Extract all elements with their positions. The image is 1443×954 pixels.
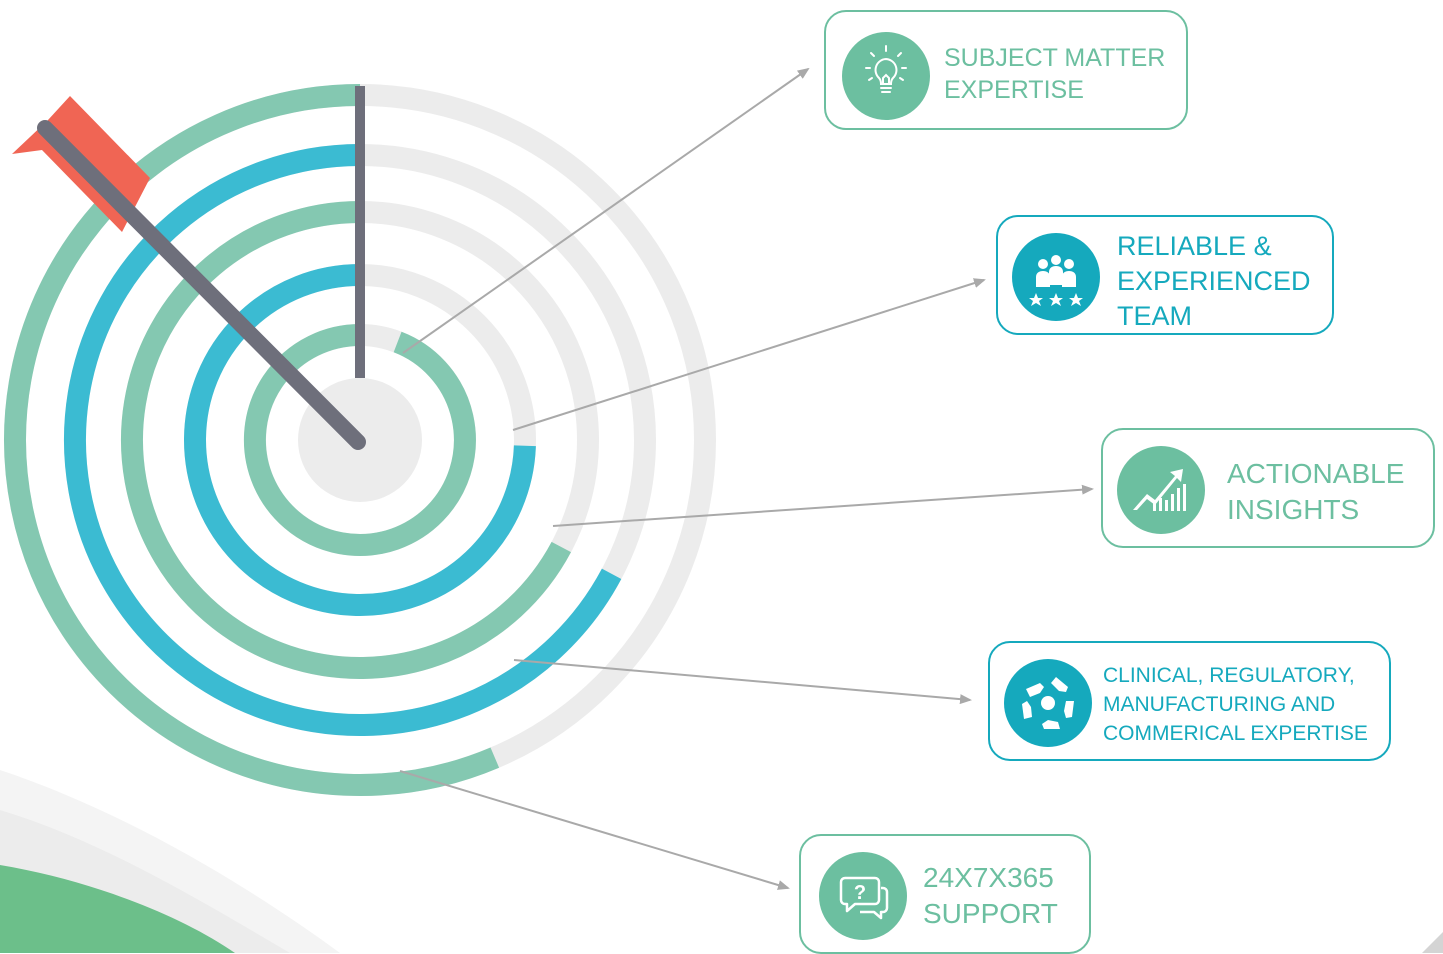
card-label-line: RELIABLE & — [1117, 231, 1272, 261]
card-label-line: COMMERICAL EXPERTISE — [1103, 722, 1368, 745]
card-label-line: SUPPORT — [923, 898, 1058, 929]
ring-arc-1 — [4, 84, 500, 796]
hands-circle-icon — [1004, 659, 1092, 747]
card-label-line: INSIGHTS — [1227, 494, 1360, 525]
card-clinical-regulatory-expertise: CLINICAL, REGULATORY, MANUFACTURING AND … — [988, 641, 1391, 761]
arrow-icon — [12, 96, 366, 450]
vertical-divider — [355, 86, 365, 378]
connector-1 — [402, 67, 810, 354]
card-label-line: EXPERIENCED — [1117, 266, 1311, 296]
growth-chart-icon — [1117, 446, 1205, 534]
card-label: SUBJECT MATTER EXPERTISE — [944, 42, 1165, 106]
card-actionable-insights: ACTIONABLE INSIGHTS — [1101, 428, 1435, 548]
card-label-line: TEAM — [1117, 301, 1193, 331]
card-support: ? 24x7x365 SUPPORT — [799, 834, 1091, 954]
support-chat-icon: ? — [819, 852, 907, 940]
card-label-line: 24x7x365 — [923, 862, 1054, 893]
card-label-line: MANUFACTURING AND — [1103, 693, 1336, 716]
target-arcs — [4, 84, 622, 796]
corner-fold — [1422, 932, 1443, 953]
card-label-line: SUBJECT MATTER — [944, 44, 1166, 72]
background-swoosh — [0, 770, 340, 953]
ring-arc-3 — [121, 201, 572, 679]
connector-4 — [513, 659, 972, 705]
card-label-line: CLINICAL, REGULATORY, — [1103, 664, 1355, 687]
card-subject-matter-expertise: SUBJECT MATTER EXPERTISE — [824, 10, 1188, 130]
card-label: CLINICAL, REGULATORY, MANUFACTURING AND … — [1103, 661, 1368, 748]
card-label: RELIABLE & EXPERIENCED TEAM — [1117, 229, 1311, 334]
connector-2 — [512, 278, 986, 431]
ring-arc-5 — [243, 324, 476, 556]
card-label: ACTIONABLE INSIGHTS — [1227, 456, 1404, 528]
ring-arc-2 — [63, 144, 622, 736]
ring-arc-4 — [184, 264, 536, 616]
team-icon — [1012, 233, 1100, 321]
svg-text:?: ? — [854, 882, 866, 904]
card-reliable-experienced-team: RELIABLE & EXPERIENCED TEAM — [996, 215, 1334, 335]
connector-lines — [399, 67, 1094, 890]
card-label: 24x7x365 SUPPORT — [923, 860, 1058, 932]
connector-5 — [399, 770, 790, 890]
card-label-line: ACTIONABLE — [1227, 458, 1405, 489]
card-label-line: EXPERTISE — [944, 76, 1084, 104]
connector-3 — [552, 484, 1094, 527]
lightbulb-icon — [842, 32, 930, 120]
